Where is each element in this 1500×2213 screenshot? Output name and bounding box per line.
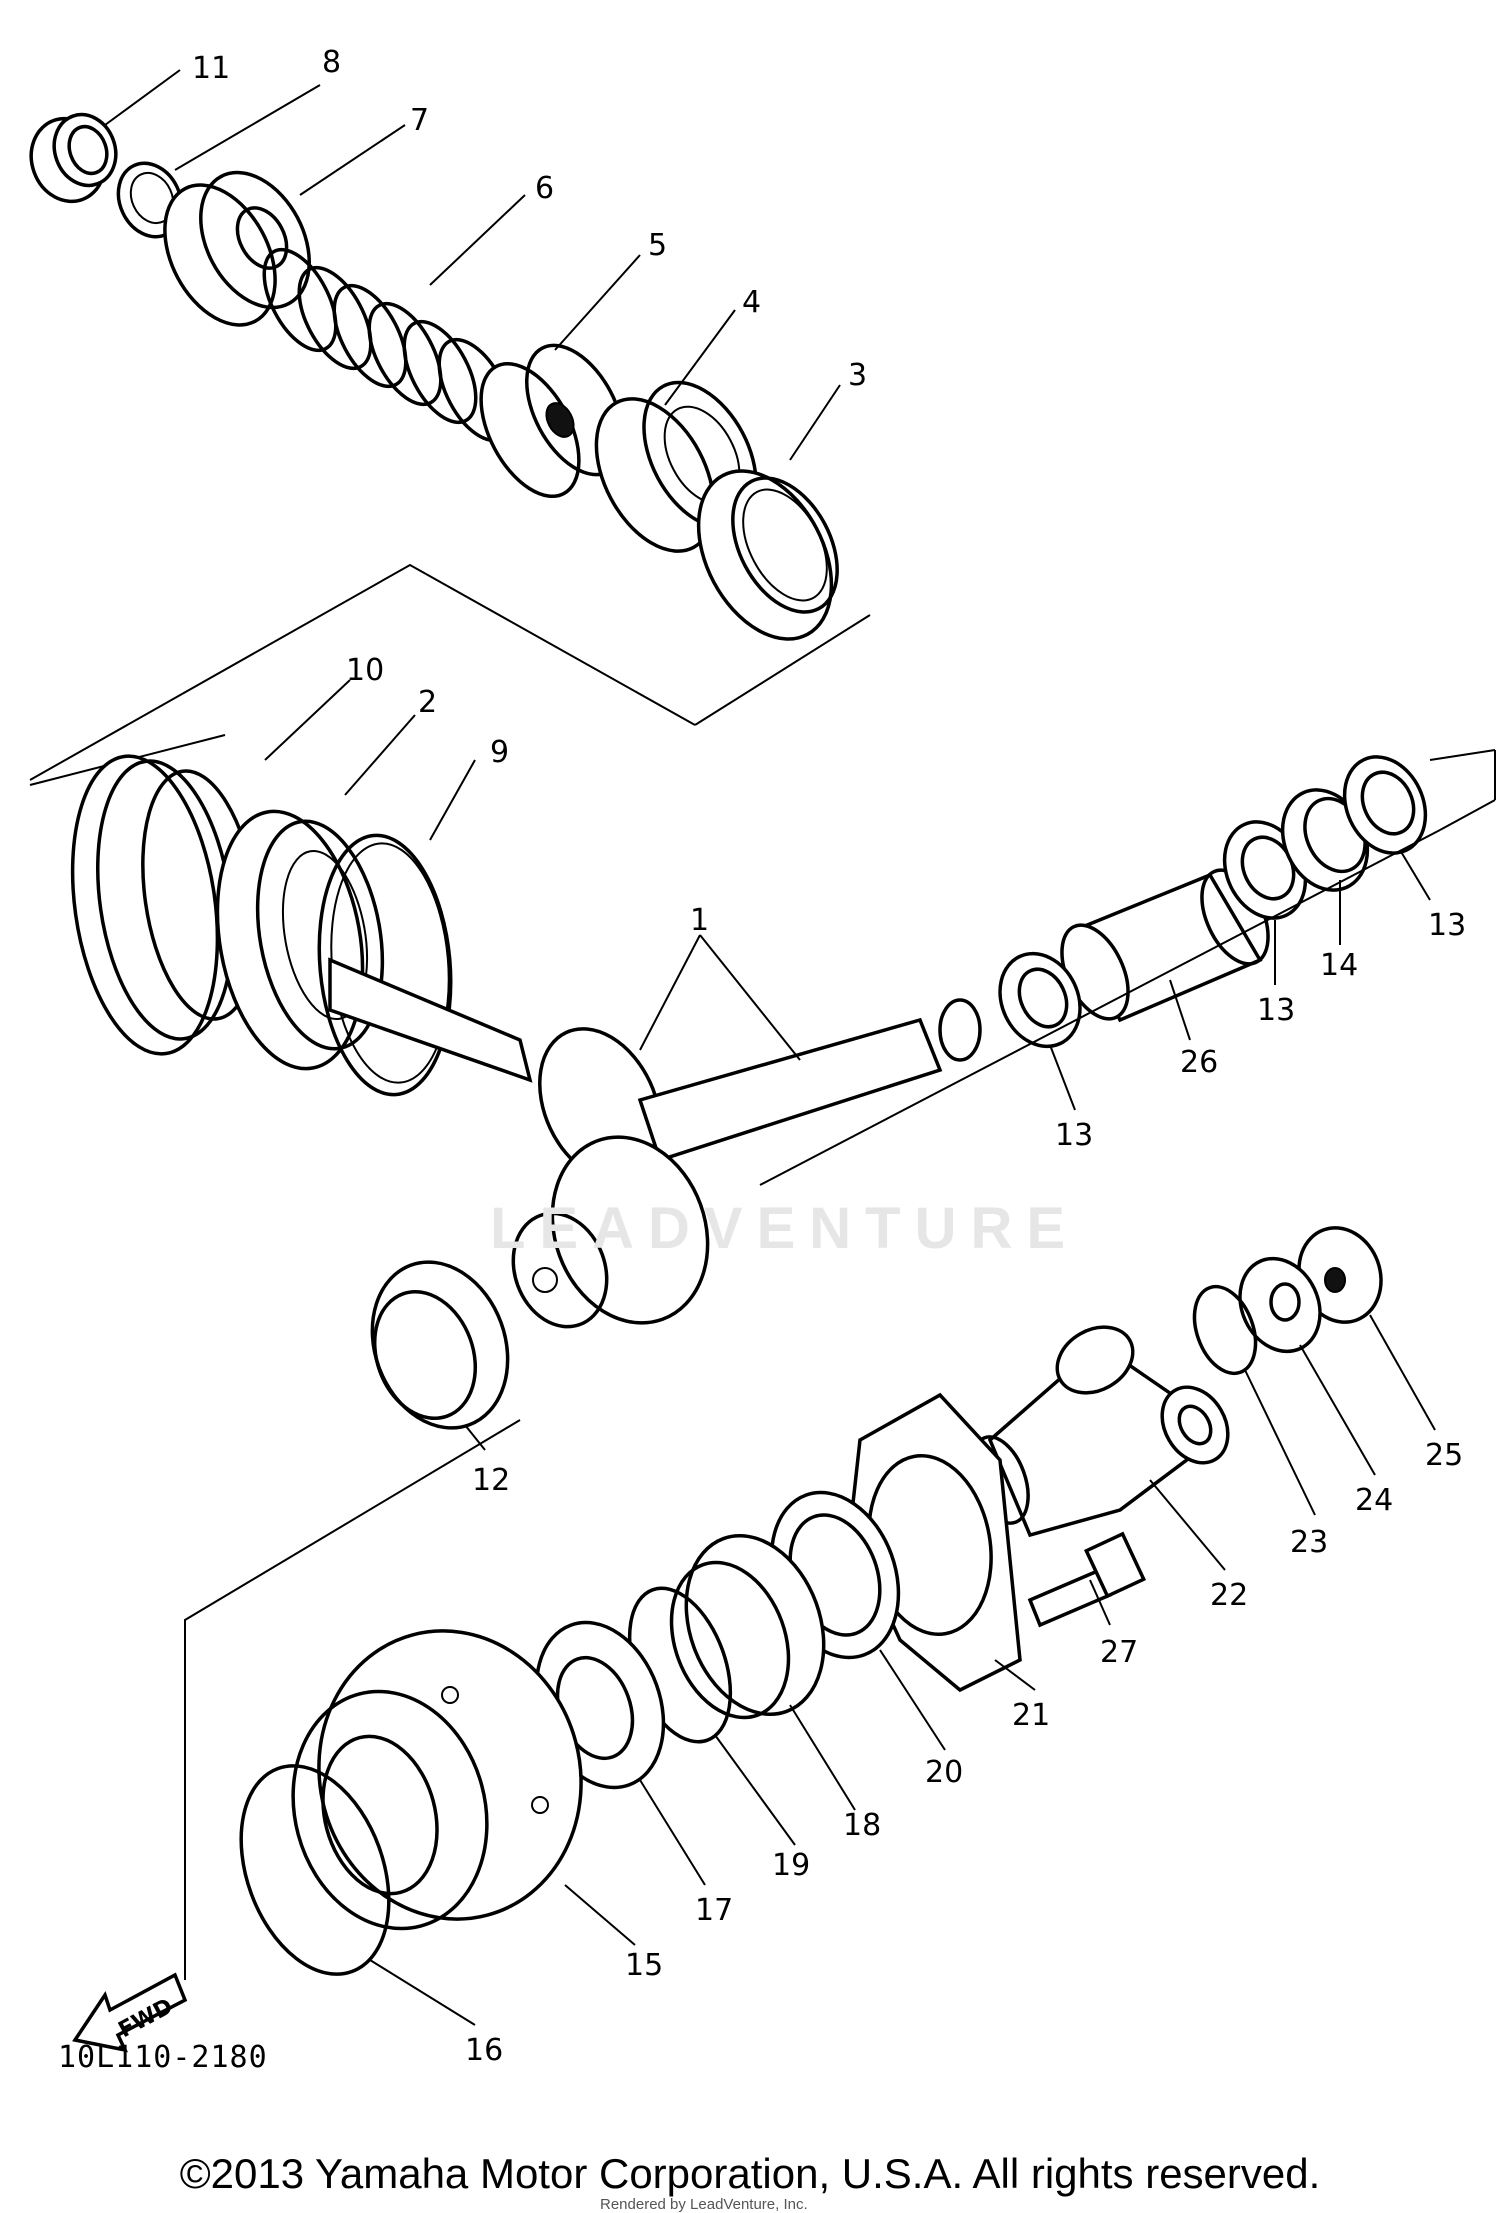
- callout-16: 16: [465, 2033, 503, 2068]
- callout-25: 25: [1425, 1438, 1463, 1473]
- part-12-needle-bearing: [370, 1260, 510, 1430]
- callout-15: 15: [625, 1948, 663, 1983]
- watermark: LEADVENTURE: [490, 1196, 1080, 1261]
- lower-group-outline: [184, 829, 1441, 1980]
- callout-24: 24: [1355, 1483, 1393, 1518]
- part-24-washer: [1238, 1256, 1322, 1354]
- callout-26: 26: [1180, 1045, 1218, 1080]
- callout-5: 5: [648, 228, 667, 263]
- part-27-bolt: [1027, 1531, 1147, 1628]
- callout-13-left: 13: [1055, 1118, 1093, 1153]
- callout-19: 19: [772, 1848, 810, 1883]
- part-22-universal-joint-yoke: [970, 1325, 1230, 1538]
- part-1-drive-shaft-gear: [328, 957, 982, 1329]
- part-7-spring-seat: [163, 170, 311, 327]
- part-10-gear-housing: [70, 754, 259, 1056]
- part-13-shim-left: [998, 951, 1082, 1049]
- part-3-ring-nut: [696, 469, 839, 641]
- render-credit: Rendered by LeadVenture, Inc.: [600, 2196, 808, 2213]
- forward-direction-arrow: FWD: [72, 1972, 188, 2053]
- part-18-bearing: [669, 1533, 826, 1720]
- middle-group-outline: [29, 734, 1496, 831]
- callout-11: 11: [192, 51, 230, 86]
- callout-13-right: 13: [1428, 908, 1466, 943]
- part-13-shim-right: [1342, 755, 1428, 855]
- callout-12: 12: [472, 1463, 510, 1498]
- callout-10: 10: [346, 653, 384, 688]
- callout-23: 23: [1290, 1525, 1328, 1560]
- drawing-code: 10L110-2180: [58, 2040, 268, 2075]
- callout-8: 8: [322, 45, 341, 80]
- callout-20: 20: [925, 1755, 963, 1790]
- callout-18: 18: [843, 1808, 881, 1843]
- callout-22: 22: [1210, 1578, 1248, 1613]
- leader-lines: [104, 69, 1436, 2026]
- callout-3: 3: [848, 358, 867, 393]
- callout-9: 9: [490, 735, 509, 770]
- callout-21: 21: [1012, 1698, 1050, 1733]
- callout-numbers: 11 8 7 6 5 4 3 10 2 9 1 13 14 13 26 13 1…: [192, 45, 1466, 2068]
- callout-4: 4: [742, 285, 761, 320]
- callout-17: 17: [695, 1893, 733, 1928]
- callout-7: 7: [410, 103, 429, 138]
- callout-14: 14: [1320, 948, 1358, 983]
- copyright-notice: ©2013 Yamaha Motor Corporation, U.S.A. A…: [179, 2150, 1321, 2197]
- part-5-cam-follower: [479, 343, 625, 499]
- callout-13-middle: 13: [1257, 993, 1295, 1028]
- callout-1: 1: [690, 903, 709, 938]
- callout-27: 27: [1100, 1635, 1138, 1670]
- part-2-bearing: [215, 809, 385, 1071]
- part-15-bearing-housing: [291, 1629, 583, 1931]
- part-11-needle-bearing: [29, 112, 118, 204]
- callout-2: 2: [418, 685, 437, 720]
- callout-6: 6: [535, 171, 554, 206]
- part-23-o-ring: [1192, 1284, 1258, 1376]
- part-16-o-ring: [239, 1764, 391, 1976]
- top-group-outline: [29, 563, 871, 781]
